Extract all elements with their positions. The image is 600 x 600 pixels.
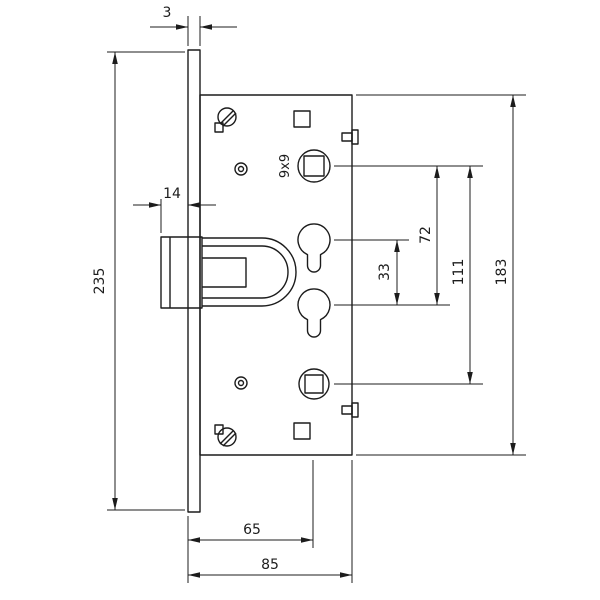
- dim-faceplate-thickness-label: 3: [163, 5, 172, 21]
- dim-backset: 65: [187, 460, 314, 583]
- dim-follower-to-follower: 111: [451, 166, 473, 384]
- cam-bottom-slot-1: [219, 430, 234, 445]
- cam-top-slot-2: [222, 112, 237, 127]
- clip-bottom-inner: [341, 405, 353, 415]
- cam-top-slot-1: [219, 110, 234, 125]
- latch-spring: [202, 237, 297, 307]
- follower-bottom-circle: [298, 368, 330, 400]
- dim-follower-to-cylinder: 72: [418, 166, 440, 305]
- dim-backset-label: 65: [243, 522, 261, 538]
- dimensions-group: 3 235 14 9x9 33: [92, 5, 526, 583]
- cylinder-hole-top: [297, 223, 331, 273]
- clip-bottom-outer: [351, 402, 359, 418]
- screw-hole-bottom-outer: [234, 376, 248, 390]
- screw-hole-top-outer: [234, 162, 248, 176]
- dim-cylinder-spacing: 33: [377, 240, 400, 305]
- follower-top-square: [303, 155, 325, 177]
- clip-bottom: [341, 402, 359, 418]
- spindle-follower-bottom: [298, 368, 330, 400]
- cam-top-tab: [214, 122, 224, 133]
- latch-bolt: [160, 236, 203, 309]
- dim-case-height: 183: [494, 95, 516, 455]
- dim-latch-protrusion: 14: [133, 186, 216, 233]
- dim-faceplate-height-label: 235: [92, 268, 108, 295]
- dim-follower-to-follower-label: 111: [451, 259, 467, 286]
- dim-case-height-label: 183: [494, 259, 510, 286]
- dim-case-depth: 85: [188, 460, 353, 583]
- square-hole-bottom: [293, 422, 311, 440]
- cylinder-hole-bottom: [297, 288, 331, 338]
- cam-top-circle: [217, 107, 237, 127]
- cam-bottom-slot-2: [222, 432, 237, 447]
- dim-faceplate-height: 235: [92, 51, 185, 511]
- lock-body-group: [160, 49, 359, 513]
- dim-latch-protrusion-label: 14: [163, 186, 181, 202]
- follower-top-circle: [297, 149, 331, 183]
- clip-top-inner: [341, 132, 353, 142]
- cam-top: [214, 107, 237, 133]
- follower-bottom-square: [304, 374, 324, 394]
- latch-bolt-head: [160, 236, 203, 309]
- screw-hole-bottom: [234, 376, 248, 390]
- latch-spring-inner: [202, 245, 289, 299]
- faceplate: [187, 49, 201, 513]
- screw-hole-top-inner: [237, 165, 245, 173]
- screw-hole-bottom-inner: [237, 379, 245, 387]
- clip-top-outer: [351, 129, 359, 145]
- latch-guide-slot: [202, 257, 247, 288]
- dim-follower-square-label: 9x9: [278, 154, 293, 178]
- dim-case-depth-label: 85: [261, 557, 279, 573]
- spindle-follower-top: [297, 149, 331, 183]
- clip-top: [341, 129, 359, 145]
- dim-faceplate-thickness: 3: [150, 5, 237, 46]
- dim-follower-to-cylinder-label: 72: [418, 226, 434, 244]
- dim-cylinder-spacing-label: 33: [377, 263, 393, 281]
- screw-hole-top: [234, 162, 248, 176]
- cam-bottom-circle: [217, 427, 237, 447]
- lock-case: [199, 94, 353, 456]
- square-hole-top: [293, 110, 311, 128]
- latch-spring-outer: [202, 237, 297, 307]
- cam-bottom: [214, 424, 237, 447]
- cam-bottom-tab: [214, 424, 224, 435]
